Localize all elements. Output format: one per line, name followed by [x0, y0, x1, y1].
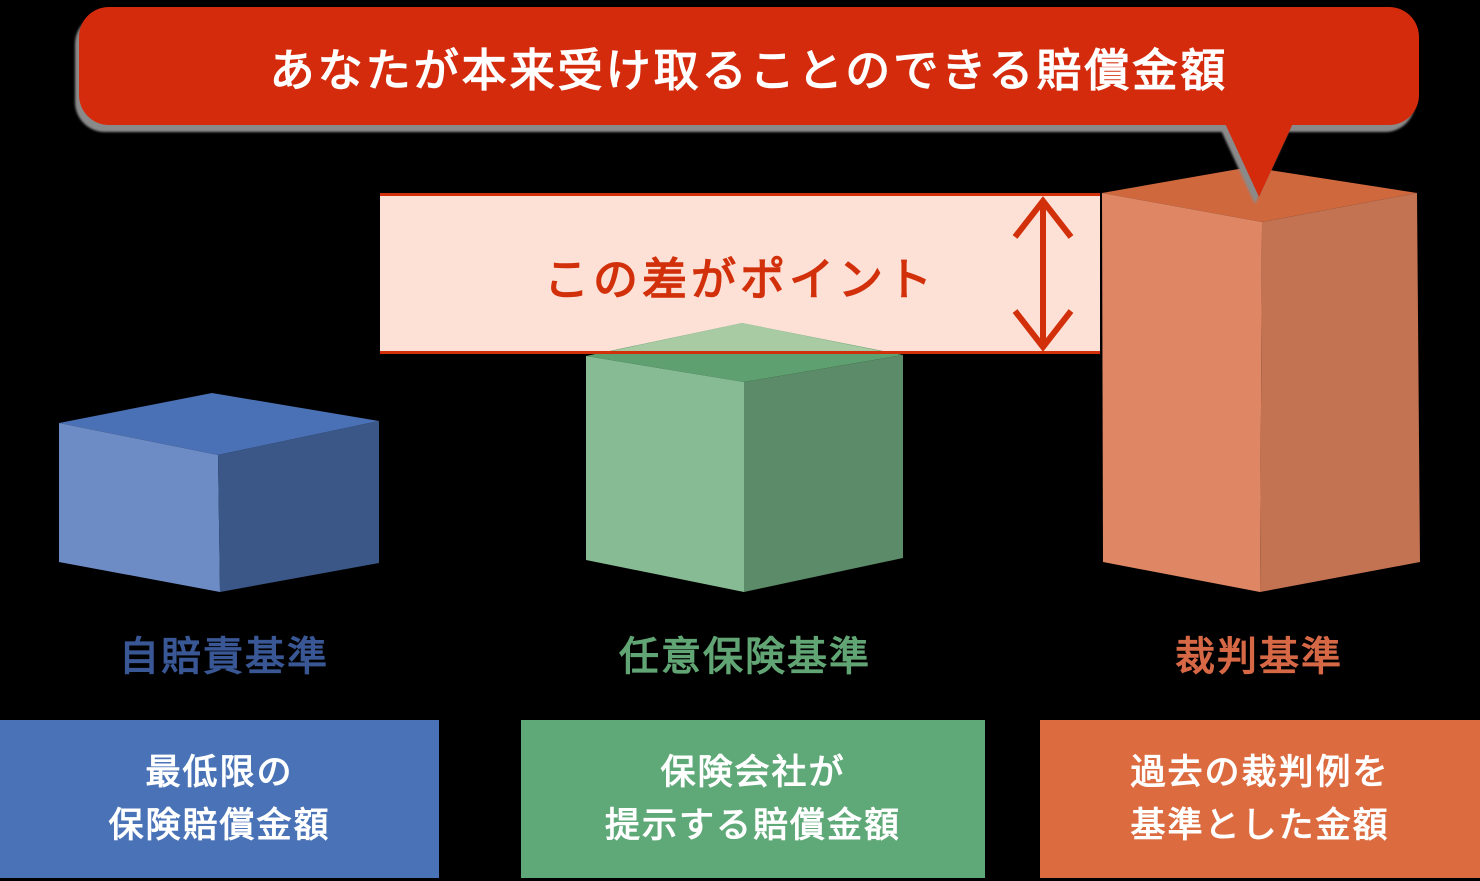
speech-bubble-tail-icon	[1223, 119, 1295, 197]
callout-bubble-body: あなたが本来受け取ることのできる賠償金額	[79, 7, 1419, 125]
card-saiban-line2: 基準とした金額	[1130, 806, 1390, 845]
card-nini-line1: 保険会社が	[660, 753, 846, 792]
card-nini: 保険会社が 提示する賠償金額	[521, 720, 985, 878]
card-nini-line2: 提示する賠償金額	[604, 806, 901, 845]
label-nini: 任意保険基準	[619, 635, 871, 679]
card-saiban: 過去の裁判例を 基準とした金額	[1040, 720, 1480, 878]
callout-bubble: あなたが本来受け取ることのできる賠償金額	[79, 7, 1419, 207]
label-saiban: 裁判基準	[1175, 635, 1343, 679]
saiban-box-right-face	[1260, 193, 1420, 592]
card-saiban-line1: 過去の裁判例を	[1130, 753, 1390, 792]
label-jibaiseki: 自賠責基準	[119, 635, 329, 679]
nini-cube-top-face-highlight	[598, 323, 895, 354]
double-vertical-arrow-icon	[1012, 196, 1074, 352]
card-jibaiseki: 最低限の 保険賠償金額	[0, 720, 439, 878]
jibaiseki-cube-left-face	[59, 423, 220, 592]
nini-cube-left-face	[586, 356, 744, 592]
jibaiseki-cube-top-face	[59, 393, 379, 455]
card-jibaiseki-line1: 最低限の	[145, 753, 294, 792]
card-jibaiseki-line2: 保険賠償金額	[108, 806, 331, 845]
jibaiseki-cube-right-face	[218, 421, 379, 592]
callout-bubble-text: あなたが本来受け取ることのできる賠償金額	[269, 44, 1229, 96]
saiban-box-left-face	[1102, 193, 1262, 592]
difference-band-label: この差がポイント	[543, 253, 936, 305]
nini-cube-right-face	[744, 355, 903, 592]
